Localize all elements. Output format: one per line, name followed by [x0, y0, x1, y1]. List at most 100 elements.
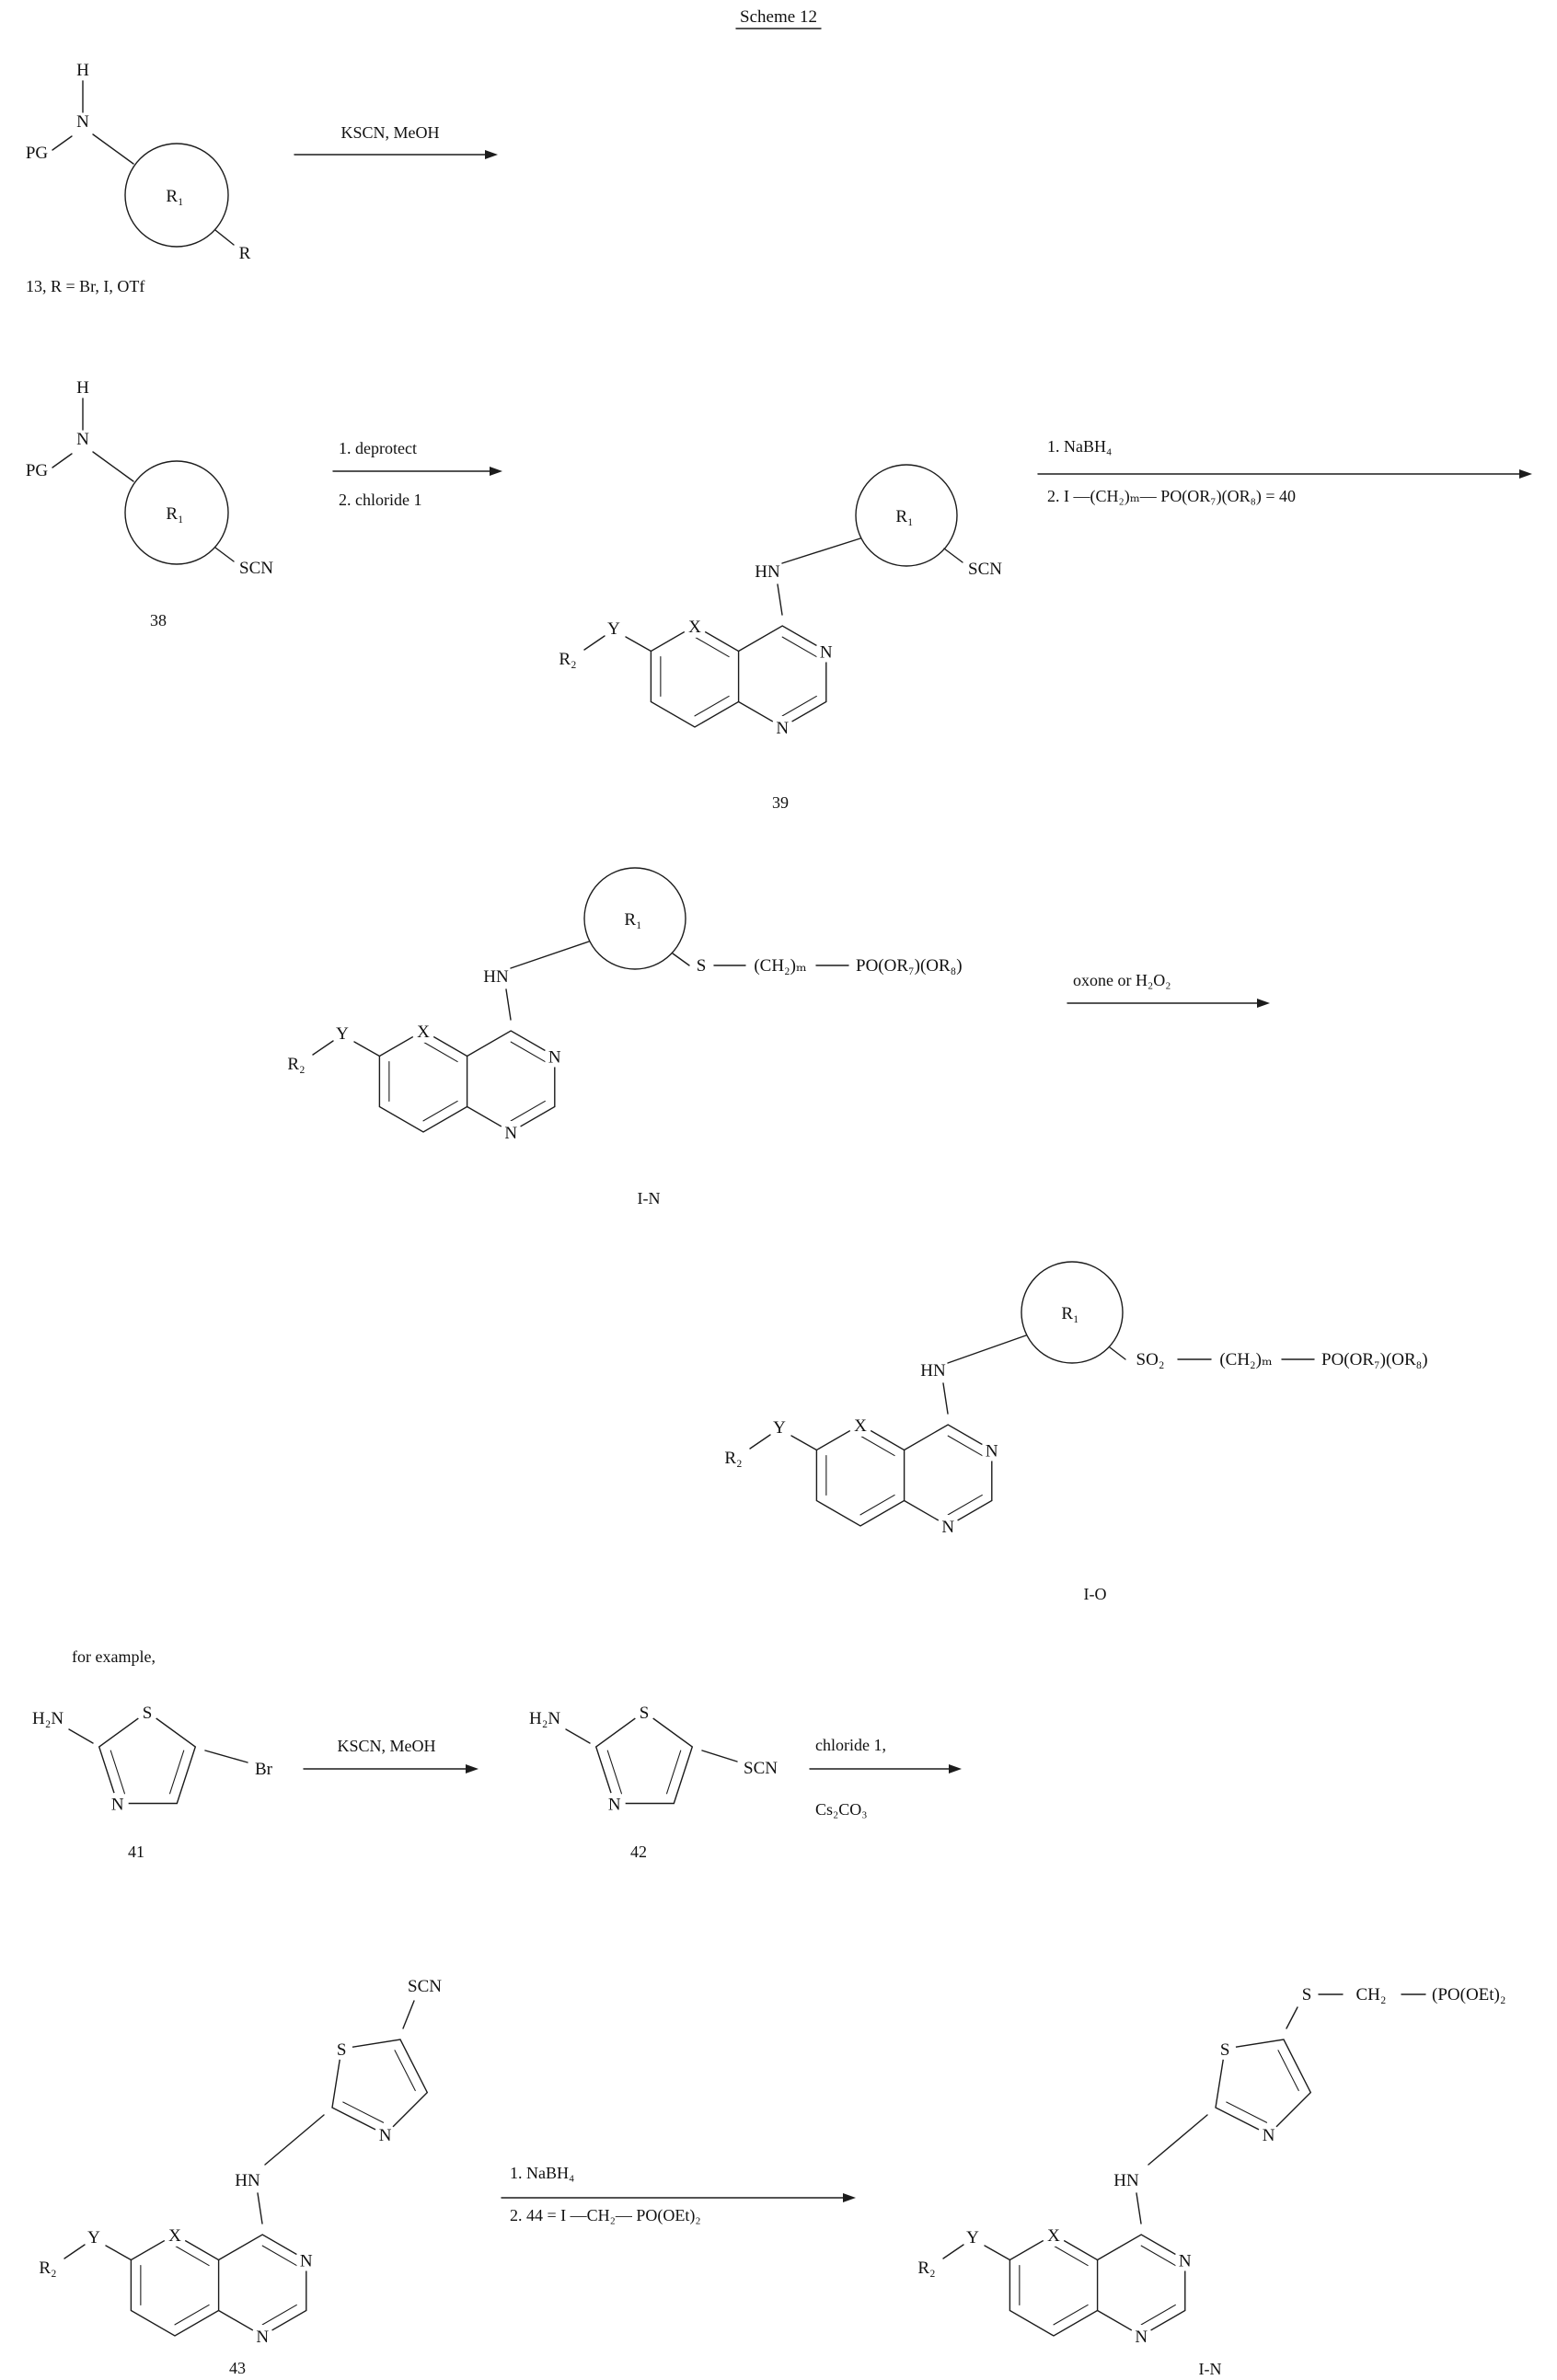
structure-41: Br 41 — [31, 1700, 273, 1861]
r1-label: R₁ — [1061, 1304, 1078, 1323]
arrowhead — [1257, 999, 1270, 1008]
so2-label: SO₂ — [1136, 1350, 1165, 1369]
structure-42: SCN 42 — [528, 1700, 778, 1861]
bond — [943, 548, 963, 563]
r-label: R — [239, 244, 251, 263]
arrowhead — [490, 467, 502, 476]
arrowhead — [843, 2193, 856, 2202]
for-example-text: for example, — [72, 1647, 156, 1666]
bond-hn-ring — [510, 941, 590, 969]
reagent-label: Cs₂CO₃ — [815, 1800, 868, 1819]
reagent-label: 2. 44 = I —CH₂— PO(OEt)₂ — [510, 2206, 701, 2225]
caption-42: 42 — [630, 1843, 647, 1861]
h-atom-label: H — [76, 61, 89, 80]
arrowhead — [485, 150, 498, 159]
structure-I-N-final: S CH₂ (PO(OEt)₂ I-N — [917, 1985, 1506, 2378]
reagent-label: 1. NaBH₄ — [510, 2164, 574, 2182]
caption-39: 39 — [772, 793, 789, 812]
reagent-label: chloride 1, — [815, 1736, 886, 1754]
r1-label: R₁ — [166, 187, 183, 206]
r1-label: R₁ — [895, 507, 913, 526]
phosphonate-label: PO(OR₇)(OR₈) — [1321, 1350, 1428, 1369]
bond — [1109, 1346, 1126, 1360]
r1-ring-circle — [1021, 1261, 1124, 1364]
quinazoline-core — [917, 2170, 1197, 2348]
bond-hn-thiazole — [1148, 2114, 1208, 2166]
reaction-arrow-7: 1. NaBH₄ 2. 44 = I —CH₂— PO(OEt)₂ — [501, 2164, 856, 2225]
thiazole-core — [329, 2037, 429, 2147]
r1-label: R₁ — [624, 910, 641, 930]
bond — [204, 1750, 248, 1763]
bond — [402, 2000, 415, 2029]
scn-label: SCN — [968, 560, 1002, 579]
reaction-arrow-1: KSCN, MeOH — [294, 123, 498, 159]
bond — [92, 133, 134, 165]
pg-label: PG — [26, 144, 49, 163]
bond — [1286, 2006, 1298, 2029]
ch2m-label: (CH₂)ₘ — [1219, 1350, 1273, 1369]
arrowhead — [466, 1764, 479, 1773]
scheme-title: Scheme 12 — [735, 7, 822, 29]
reagent-label: KSCN, MeOH — [340, 123, 439, 142]
bond — [52, 453, 73, 468]
bond — [672, 953, 690, 966]
caption-41: 41 — [128, 1843, 144, 1861]
pg-label: PG — [26, 461, 49, 480]
s-atom-label: S — [1302, 1985, 1312, 2005]
caption-38: 38 — [150, 611, 167, 630]
bond — [701, 1750, 738, 1762]
br-label: Br — [255, 1760, 273, 1779]
quinazoline-core — [723, 1360, 1004, 1538]
reagent-label: KSCN, MeOH — [337, 1737, 435, 1755]
r1-ring-circle — [124, 143, 229, 248]
caption-I-O: I-O — [1084, 1585, 1107, 1603]
quinazoline-core — [558, 561, 838, 739]
phosphonate-label: PO(OR₇)(OR₈) — [856, 956, 963, 976]
quinazoline-core — [286, 966, 567, 1144]
reaction-arrow-5: KSCN, MeOH — [303, 1737, 479, 1773]
structure-43: SCN 43 — [38, 1977, 442, 2377]
aminothiazole-core — [31, 1700, 197, 1816]
r1-ring-circle — [124, 460, 229, 565]
r1-ring-circle — [855, 464, 958, 567]
caption-13: 13, R = Br, I, OTf — [26, 277, 144, 295]
structure-I-N: R₁ S (CH₂)ₘ PO(OR₇)(OR₈) I-N — [286, 867, 963, 1207]
bond — [214, 229, 235, 246]
reagent-label: oxone or H₂O₂ — [1073, 971, 1171, 989]
bond-hn-ring — [781, 537, 861, 564]
structure-39: R₁ SCN 39 — [558, 464, 1002, 812]
bond — [92, 451, 134, 482]
caption-I-N: I-N — [638, 1189, 661, 1207]
phosphonate-label: (PO(OEt)₂ — [1432, 1985, 1506, 2005]
reaction-arrow-4: oxone or H₂O₂ — [1067, 971, 1270, 1008]
bond-hn-ring — [947, 1334, 1027, 1364]
structure-I-O: R₁ SO₂ (CH₂)ₘ PO(OR₇)(OR₈) I-O — [723, 1261, 1428, 1603]
thiazole-core — [1213, 2037, 1312, 2147]
s-atom-label: S — [697, 956, 707, 976]
caption-43: 43 — [229, 2359, 246, 2377]
caption-I-N-final: I-N — [1199, 2360, 1222, 2378]
reaction-arrow-6: chloride 1, Cs₂CO₃ — [809, 1736, 962, 1819]
scn-label: SCN — [239, 559, 273, 578]
reagent-label: 1. NaBH₄ — [1047, 437, 1112, 456]
bond — [214, 547, 235, 562]
r1-label: R₁ — [166, 504, 183, 524]
structure-13: H N PG R₁ R 13, R = Br, I, OTf — [26, 61, 251, 295]
scn-label: SCN — [744, 1759, 778, 1778]
arrowhead — [1519, 469, 1532, 479]
bond-hn-thiazole — [264, 2114, 325, 2166]
scn-label: SCN — [408, 1977, 442, 1996]
quinazoline-core — [38, 2170, 318, 2348]
structure-38: H N PG R₁ SCN 38 — [26, 378, 273, 630]
aminothiazole-core — [528, 1700, 693, 1816]
n-atom-label: N — [76, 112, 89, 132]
reagent-label: 2. I —(CH₂)ₘ— PO(OR₇)(OR₈) = 40 — [1047, 487, 1296, 506]
ch2m-label: (CH₂)ₘ — [754, 956, 807, 976]
reagent-label: 2. chloride 1 — [339, 491, 421, 509]
arrowhead — [949, 1764, 962, 1773]
bond — [52, 135, 73, 151]
reagent-label: 1. deprotect — [339, 439, 417, 457]
h-atom-label: H — [76, 378, 89, 398]
